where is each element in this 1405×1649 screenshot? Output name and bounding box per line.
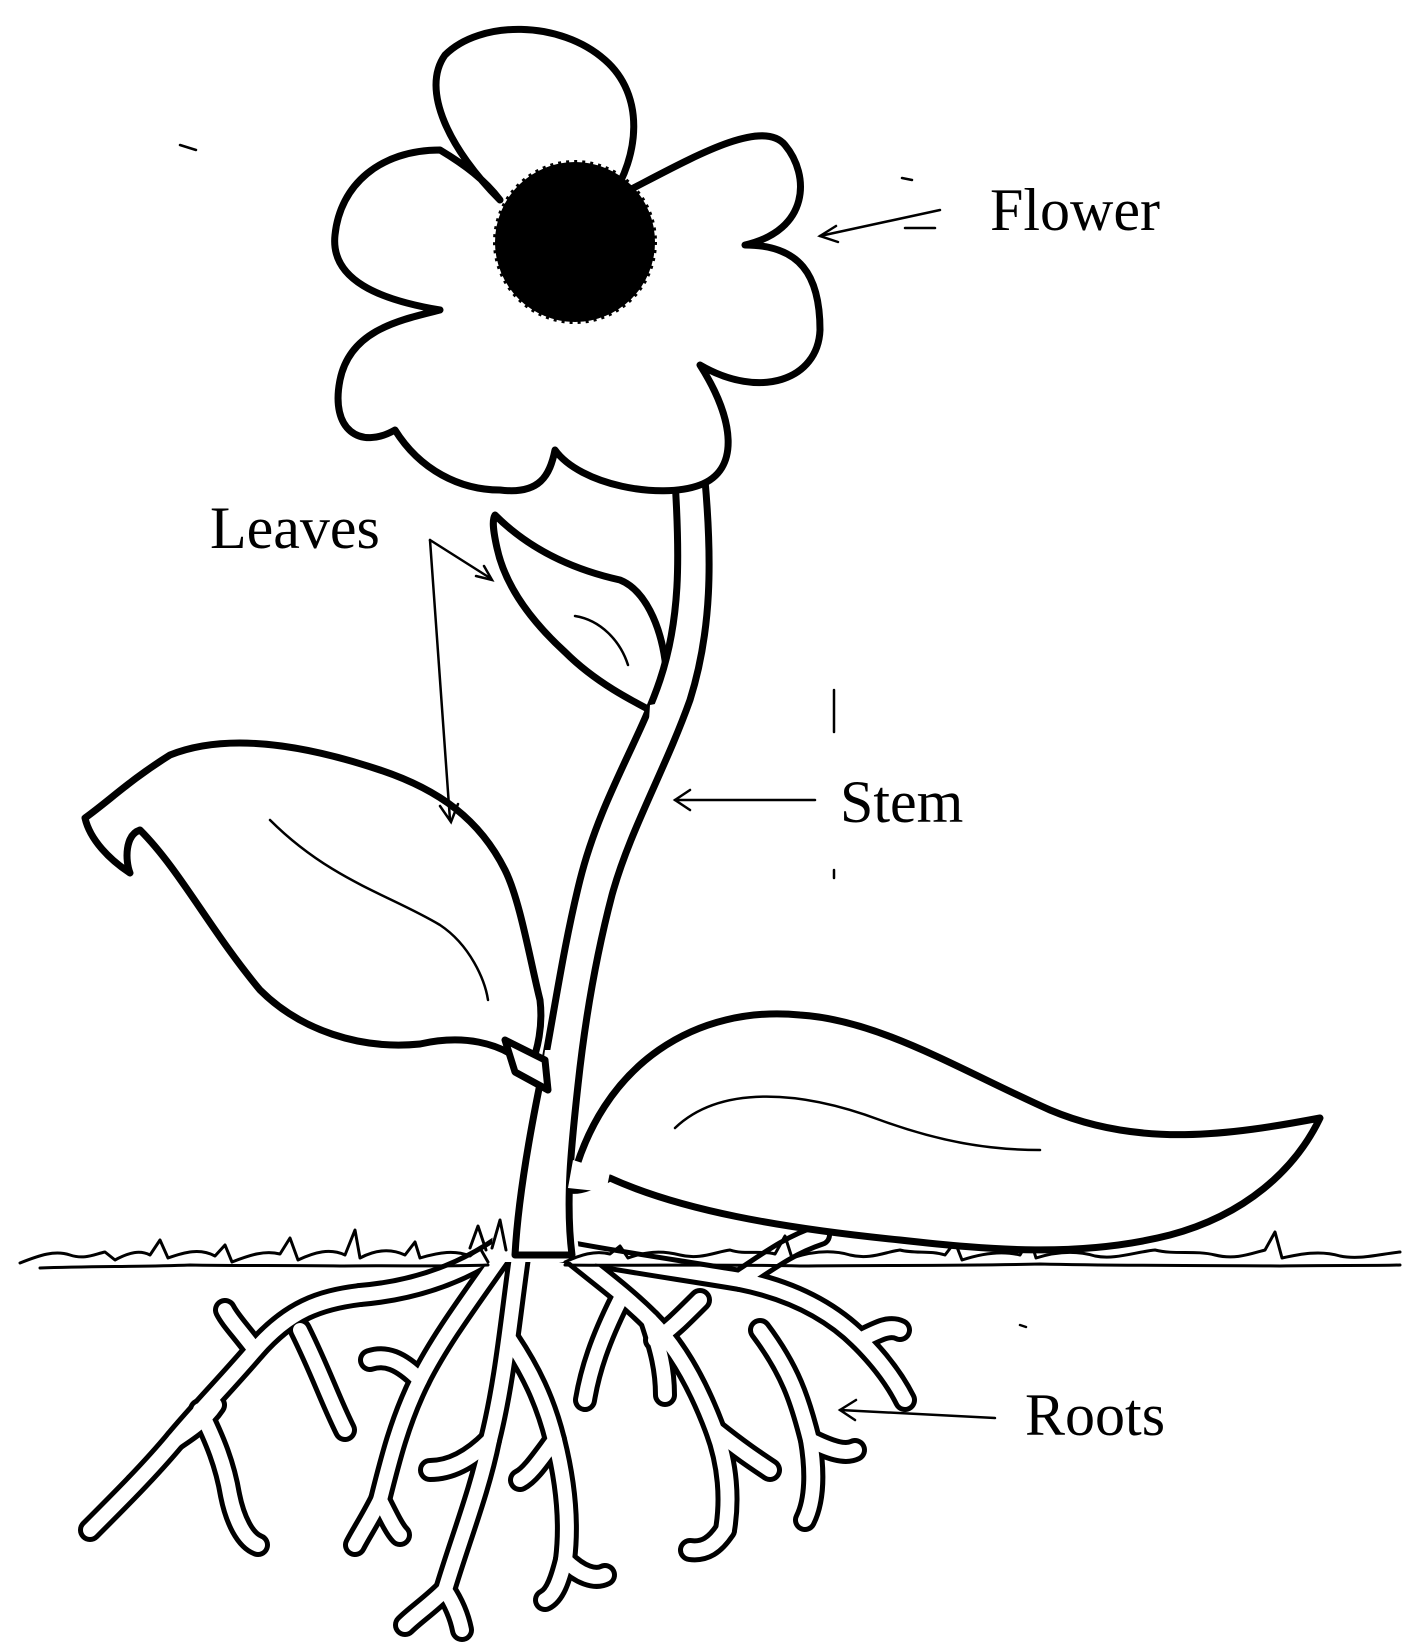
right-leaf <box>570 1014 1320 1250</box>
left-leaf-petiole <box>505 1040 548 1090</box>
flower-head <box>335 29 820 490</box>
root-fills <box>90 1235 905 1630</box>
plant-body <box>85 480 1320 1255</box>
roots <box>90 1215 905 1630</box>
label-flower: Flower <box>990 177 1160 243</box>
label-leaves: Leaves <box>210 495 380 561</box>
label-roots: Roots <box>1025 1382 1165 1448</box>
label-stem: Stem <box>840 769 963 835</box>
stem-leader-arrow <box>675 790 815 810</box>
left-leaf <box>85 743 541 1068</box>
flower-leader-arrow <box>820 210 940 242</box>
roots-leader-arrow <box>840 1400 995 1420</box>
flower-center <box>495 162 655 322</box>
leaves-leader-arrows <box>430 540 492 822</box>
